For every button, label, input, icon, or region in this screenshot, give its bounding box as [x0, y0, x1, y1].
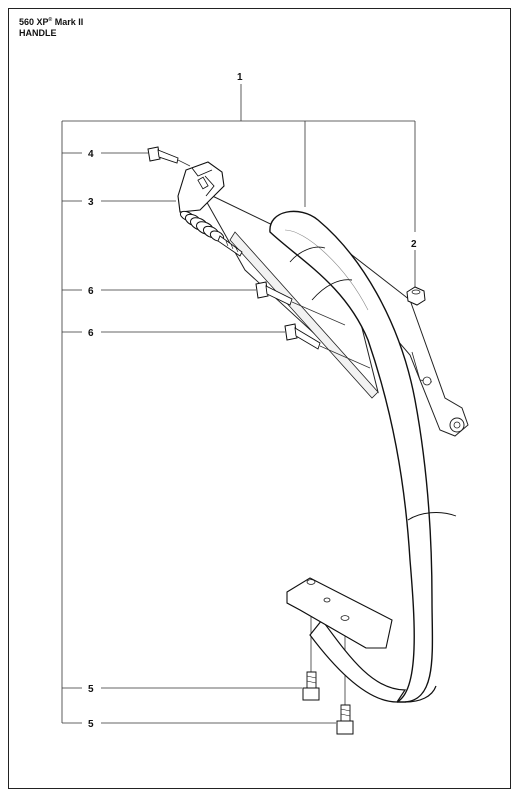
callout-1: 1 [237, 72, 243, 83]
callout-5-lower: 5 [88, 719, 94, 730]
handle-bar [198, 188, 469, 703]
callout-6-lower: 6 [88, 328, 94, 339]
screw-part-6-lower [284, 323, 371, 369]
callout-6-upper: 6 [88, 286, 94, 297]
callout-2: 2 [411, 239, 417, 250]
callout-3: 3 [88, 197, 94, 208]
callout-5-upper: 5 [88, 684, 94, 695]
screw-part-5-left [302, 671, 320, 701]
vibration-damper [177, 161, 243, 257]
title-block: 560 XP® Mark II HANDLE [19, 15, 83, 39]
nut-part-2 [406, 286, 426, 306]
screw-part-5-right [336, 704, 354, 735]
model-title: 560 XP® Mark II [19, 17, 84, 27]
page-frame [8, 8, 511, 789]
screw-part-4 [147, 146, 191, 167]
section-title: HANDLE [19, 28, 57, 38]
callout-4: 4 [88, 149, 94, 160]
screw-part-6-upper [255, 281, 346, 326]
